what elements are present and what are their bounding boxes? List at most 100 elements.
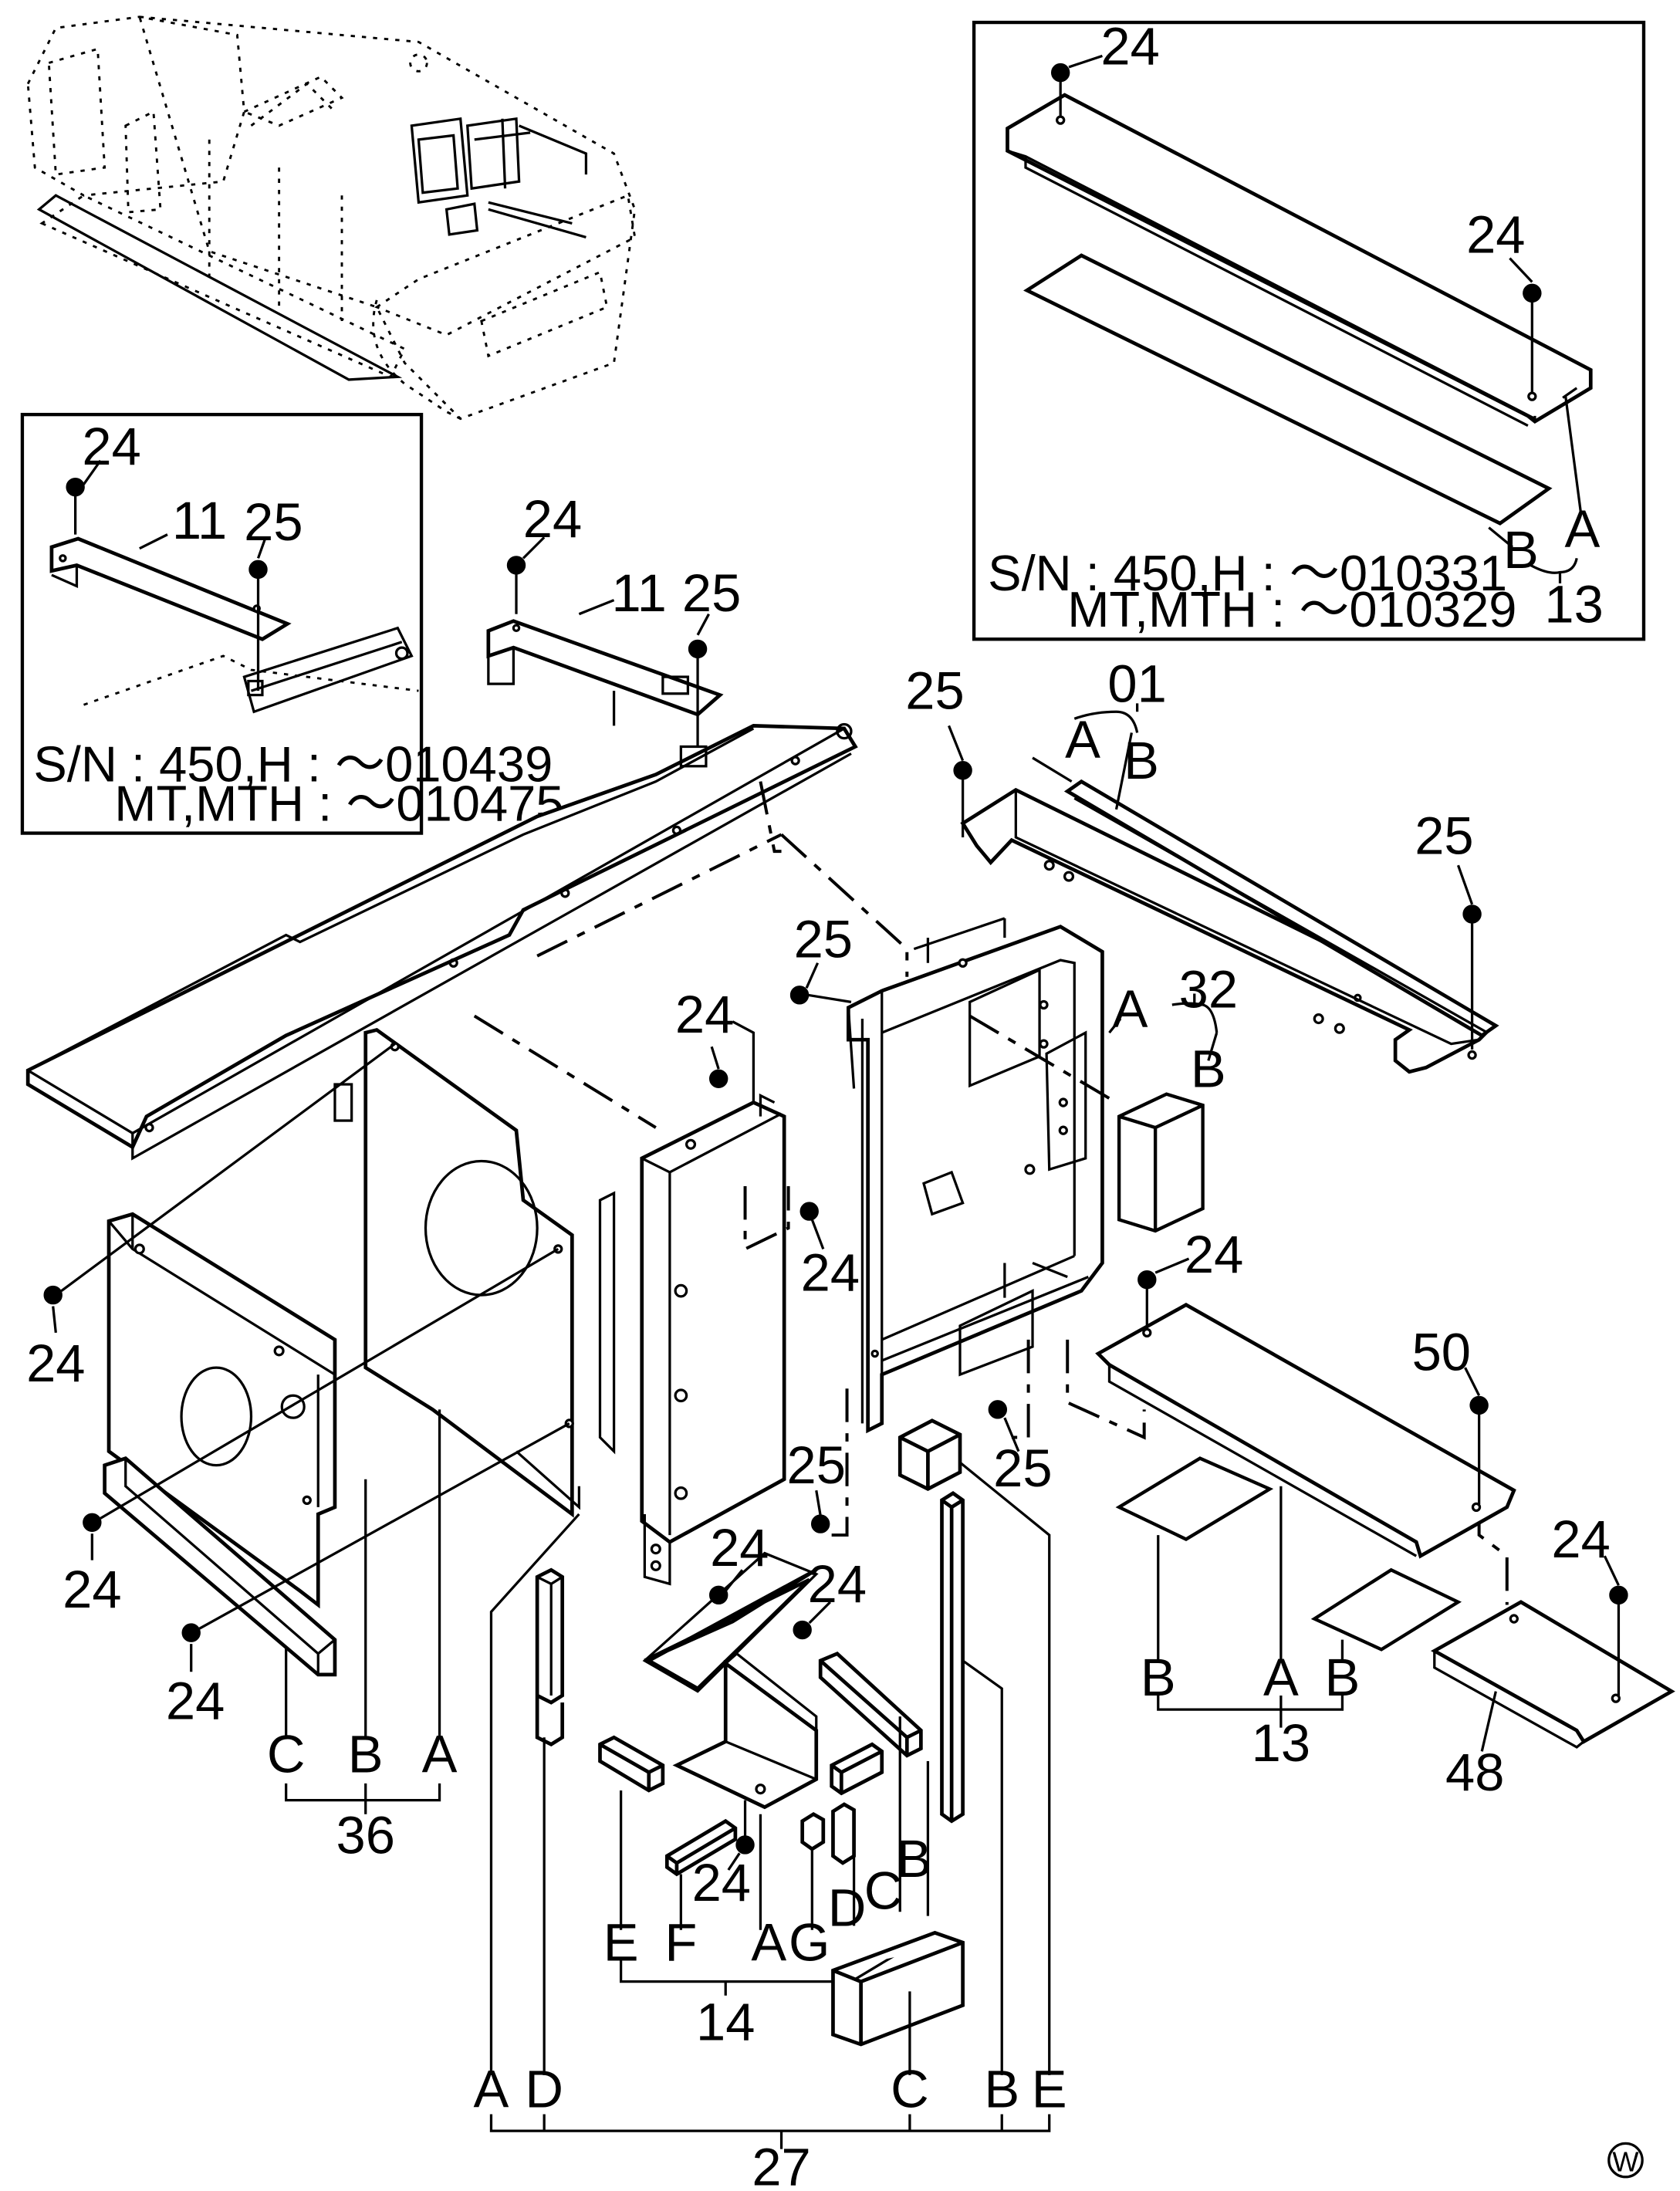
callout-25: 25 — [794, 909, 853, 969]
callout-D: D — [525, 2059, 563, 2118]
callout-24: 24 — [166, 1672, 225, 1731]
callout-24: 24 — [808, 1554, 867, 1614]
corner-w-letter: W — [1612, 2146, 1638, 2178]
pad-27C — [831, 1930, 965, 2047]
pad-32 — [1117, 1092, 1205, 1233]
bolt-25 — [1462, 904, 1482, 1050]
callout-B: B — [984, 2059, 1019, 2118]
callout-11: 11 — [172, 491, 227, 550]
callout-24: 24 — [692, 1853, 751, 1912]
inset-left-box: 24 11 25 S/N : 450,H : ～010439 MT,MTH : … — [20, 412, 564, 835]
callout-A: A — [1113, 979, 1148, 1039]
inset-right-box: 24 24 A B 13 S/N : 450,H : ～010331 MT,MT… — [972, 16, 1646, 641]
callout-A: A — [474, 2059, 509, 2118]
callout-F: F — [664, 1913, 697, 1973]
callout-24: 24 — [1466, 205, 1525, 264]
callout-25: 25 — [993, 1439, 1052, 1498]
cover-plate-vertical — [598, 1020, 786, 1586]
serial-note: S/N : 450,H : ～010439 — [33, 736, 553, 793]
bolt-24-top — [1050, 63, 1070, 125]
callout-50: 50 — [1412, 1323, 1471, 1382]
central-frame — [846, 917, 1104, 1434]
bolt-24 — [799, 1202, 819, 1221]
bolt-24 — [43, 1043, 396, 1305]
callout-32: 32 — [1179, 960, 1238, 1019]
pad-13B-left — [1115, 1456, 1274, 1541]
part-27D — [535, 1567, 565, 1746]
bolt-25 — [953, 760, 972, 837]
block-14E — [598, 1735, 665, 1793]
callout-A: A — [1565, 499, 1601, 559]
callout-G: G — [789, 1913, 830, 1973]
callout-25: 25 — [1415, 806, 1473, 866]
callout-C: C — [864, 1861, 903, 1921]
bolt-25 — [688, 639, 708, 747]
bolt-24 — [708, 1585, 728, 1605]
block-14C — [830, 1742, 884, 1796]
right-cover-13A — [1095, 1303, 1516, 1559]
bolt-25 — [248, 560, 268, 691]
serial-note: MT,MTH : ～010329 — [1067, 581, 1516, 637]
callout-13: 13 — [1544, 575, 1603, 634]
callout-24: 24 — [1551, 1510, 1610, 1569]
left-plate-36A — [363, 1027, 581, 1518]
left-block-36B — [106, 1212, 337, 1609]
callout-25: 25 — [244, 492, 303, 552]
callout-B: B — [1191, 1040, 1226, 1099]
pad-13B-right — [1310, 1567, 1462, 1652]
callout-24: 24 — [675, 985, 734, 1044]
serial-note: S/N : 450,H : ～010331 — [988, 545, 1507, 601]
callout-E: E — [1032, 2059, 1067, 2118]
callout-36: 36 — [336, 1805, 395, 1865]
bolt-24-right — [1523, 283, 1542, 401]
block-14G — [800, 1811, 826, 1851]
bolt-25 — [988, 1400, 1008, 1419]
bolt-24 — [1609, 1585, 1628, 1696]
strip-27B — [940, 1490, 965, 1824]
serial-note: MT,MTH : ～010475 — [114, 775, 563, 831]
callout-B: B — [1124, 731, 1159, 790]
callout-A: A — [1065, 710, 1100, 769]
bolt-25 — [810, 1514, 830, 1533]
callout-13: 13 — [1252, 1713, 1310, 1773]
callout-B: B — [896, 1829, 931, 1888]
callout-24: 24 — [523, 489, 582, 549]
bracket-01 — [960, 779, 1499, 1074]
callout-A: A — [422, 1724, 458, 1784]
callout-24: 24 — [1100, 16, 1159, 76]
callout-D: D — [828, 1878, 867, 1937]
callout-24: 24 — [1185, 1225, 1243, 1284]
main-frame-beam — [25, 619, 858, 1161]
callout-C: C — [267, 1724, 306, 1784]
bolt-24 — [83, 1247, 559, 1532]
left-strip-36C — [103, 1456, 337, 1677]
callout-24: 24 — [26, 1334, 85, 1393]
callout-B: B — [1325, 1648, 1361, 1707]
callout-14: 14 — [696, 1993, 755, 2052]
callout-48: 48 — [1445, 1743, 1504, 1802]
callout-24: 24 — [710, 1518, 769, 1577]
bolt-24 — [1137, 1270, 1157, 1329]
callout-27: 27 — [752, 2138, 810, 2191]
callout-25: 25 — [682, 563, 741, 623]
corner-w-mark: W — [1607, 2142, 1644, 2179]
callout-24: 24 — [801, 1243, 860, 1303]
bolt-24 — [66, 477, 85, 535]
callout-E: E — [603, 1913, 639, 1973]
bolt-24 — [735, 1800, 755, 1855]
bolt-25 — [789, 986, 852, 1005]
bolt-24 — [708, 1069, 728, 1089]
block-14F — [664, 1818, 738, 1877]
callout-A: A — [751, 1913, 786, 1973]
block-14D — [831, 1802, 856, 1865]
callout-25: 25 — [905, 661, 964, 721]
callout-24: 24 — [82, 417, 140, 476]
callout-24: 24 — [63, 1560, 121, 1619]
bolt-24 — [506, 556, 526, 614]
excavator-overview — [26, 15, 637, 421]
bolt-24 — [793, 1620, 812, 1640]
bolt-24 — [181, 1422, 570, 1642]
callout-01: 01 — [1107, 654, 1166, 714]
callout-11: 11 — [611, 563, 666, 623]
